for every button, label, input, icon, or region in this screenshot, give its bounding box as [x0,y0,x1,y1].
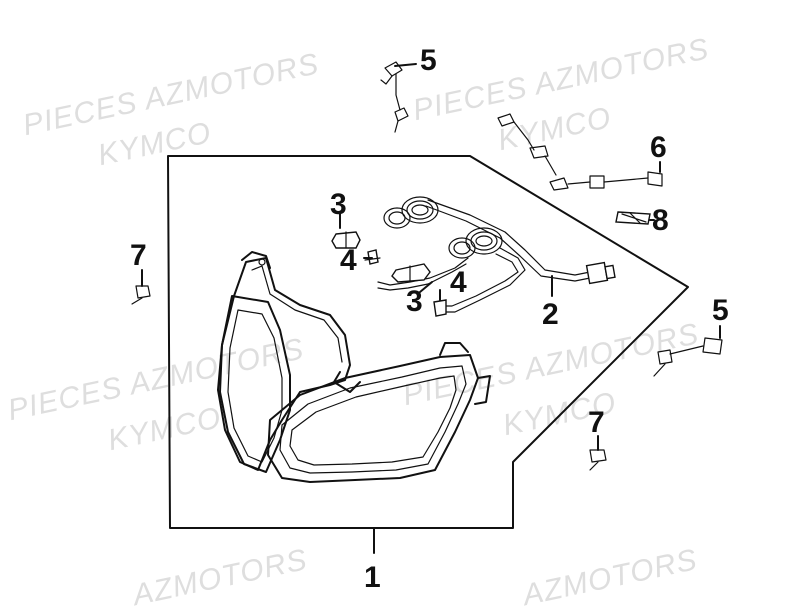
headlight-lens [267,354,479,483]
callout-screw-bottom: 7 [588,406,605,439]
callout-headlight-assembly: 1 [364,561,381,594]
callout-screw-top: 5 [420,44,437,77]
callout-bulb-lower: 3 [406,285,423,318]
callout-socket-lower: 4 [450,266,467,299]
headlight-housing [217,257,351,471]
callout-grommet: 8 [652,204,669,237]
screw-top-part-5 [380,61,409,133]
screw-group-part-6 [497,113,663,191]
wire-harness [377,199,616,313]
leader-line-3-lower [419,281,433,293]
parts-diagram: PIECES AZMOTORS KYMCO PIECES AZMOTORS KY… [5,32,729,612]
screw-left-part-7 [131,285,151,305]
grommet-part-8 [615,211,651,225]
socket-ring-upper [383,196,439,229]
headlight-lens-rim [219,295,291,473]
callout-screw-left: 7 [130,239,147,272]
callout-wire-harness: 2 [542,298,559,331]
diagram-drawing [131,61,723,554]
socket-upper [364,249,381,265]
callout-screw-group: 6 [650,131,667,164]
bulb-lower [391,263,431,283]
assembly-outline [167,155,689,529]
screw-right-part-5 [653,337,723,377]
callout-screw-right: 5 [712,294,729,327]
leader-line-5-top [394,63,417,67]
bulb-upper [331,231,361,249]
socket-ring-lower [448,227,503,259]
screw-bottom-part-7 [589,449,607,471]
callout-socket-upper: 4 [340,244,357,277]
socket-lower [433,299,447,317]
callout-bulb-upper: 3 [330,188,347,221]
